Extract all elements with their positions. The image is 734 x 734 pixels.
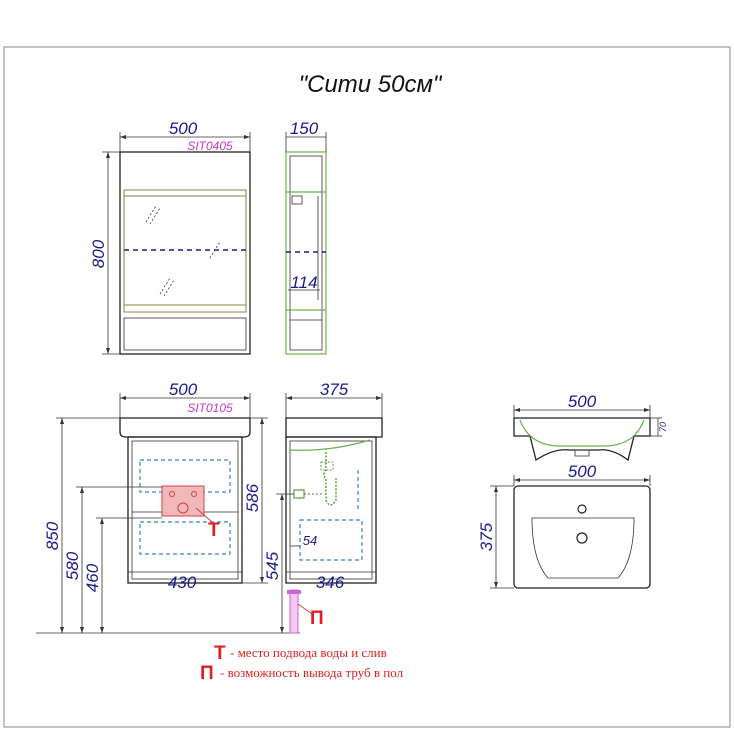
mirror-cabinet-depth-dimension: 150 (285, 119, 327, 152)
mirror-cabinet-width-dimension: 500 SIT0405 (119, 119, 251, 153)
mirror-cabinet-code: SIT0405 (187, 139, 233, 153)
vanity-side (285, 417, 383, 584)
legend: Т - место подвода воды и слив П - возмож… (200, 643, 404, 684)
water-connection-marker: Т (208, 520, 220, 541)
vanity-inner-width-dimension: 430 (128, 571, 242, 592)
mirror-cabinet-height-label: 800 (89, 239, 108, 268)
vanity-inner-depth-dimension: 346 (286, 571, 376, 592)
offset-54-dimension: 54 (290, 533, 317, 548)
basin-depth-dimension: 375 (477, 485, 514, 589)
basin-top-width-dimension: 500 (513, 462, 651, 486)
vanity-width-label: 500 (169, 380, 198, 399)
basin-height-dimension: 70 (650, 417, 668, 437)
vanity-front: Т (119, 417, 251, 584)
basin-top-width-label: 500 (568, 462, 597, 481)
height-580-dimension: 580 (63, 486, 162, 633)
height-460-dimension: 460 (83, 517, 162, 633)
basin-height-label: 70 (658, 422, 668, 432)
vanity-width-dimension: 500 SIT0105 (119, 380, 251, 418)
drawing-frame (3, 46, 731, 728)
legend-text-floor: - возможность вывода труб в пол (220, 665, 404, 680)
drawing-title: "Сити 50см" (299, 71, 443, 98)
siphon (323, 452, 337, 506)
mirror-cabinet-width-label: 500 (169, 119, 198, 138)
total-height-label: 850 (43, 521, 62, 550)
mirror-cabinet-depth-label: 150 (290, 119, 319, 138)
vanity-inner-depth-label: 346 (316, 573, 345, 592)
total-height-dimension: 850 (43, 417, 120, 633)
floor-pipe-marker: П (310, 608, 324, 629)
water-connection-zone (161, 485, 205, 517)
floor-pipe: П (287, 589, 324, 634)
mirror-cabinet-height-dimension: 800 (89, 151, 120, 355)
height-586-label: 586 (243, 483, 262, 512)
height-586-dimension: 586 (242, 417, 268, 584)
mirror-shelf-depth-label: 114 (290, 273, 317, 292)
height-545-label: 545 (263, 551, 282, 580)
basin-side-view (513, 417, 651, 462)
mirror-shelf-depth-dimension: 114 (288, 273, 320, 292)
basin-side-width-dimension: 500 (513, 392, 651, 418)
vanity-inner-width-label: 430 (168, 573, 197, 592)
height-460-label: 460 (83, 563, 102, 592)
legend-mark-water: Т (214, 643, 226, 664)
basin-side-width-label: 500 (568, 392, 597, 411)
height-545-dimension: 545 (263, 493, 294, 633)
basin-top-view (513, 485, 651, 589)
legend-mark-floor: П (200, 663, 214, 684)
vanity-depth-label: 375 (320, 380, 349, 399)
basin-depth-label: 375 (477, 522, 496, 551)
vanity-code: SIT0105 (187, 401, 233, 415)
height-580-label: 580 (63, 551, 82, 580)
offset-54-label: 54 (303, 533, 317, 548)
vanity-depth-dimension: 375 (285, 380, 383, 418)
mirror-cabinet-side (285, 151, 327, 355)
mirror-cabinet-front (119, 151, 251, 355)
legend-text-water: - место подвода воды и слив (230, 645, 387, 660)
